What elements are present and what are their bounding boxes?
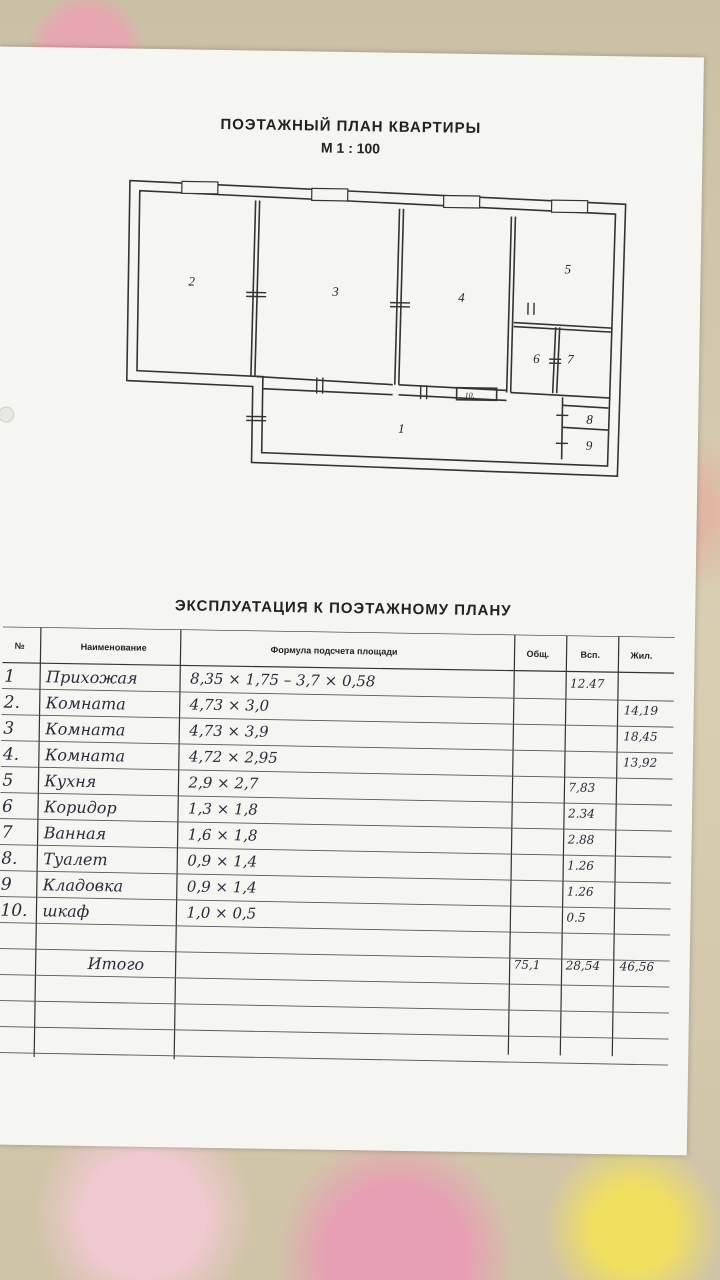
room-label-1: 1 [398,421,405,436]
row-line [0,818,672,832]
row-line [0,1026,669,1040]
room-label-5: 5 [565,261,572,276]
row-aux: 7,83 [568,780,596,795]
row-formula: 1,6 × 1,8 [187,825,258,845]
row-formula: 4,72 × 2,95 [188,747,278,767]
row-number: 4. [2,744,20,765]
row-number: 9 [0,874,12,895]
row-living: 13,92 [622,755,658,770]
header-formula: Формула подсчета площади [271,645,398,657]
row-living: 18,45 [623,729,658,744]
row-name: Ванная [43,823,107,844]
row-formula: 4,73 × 3,9 [189,721,269,741]
row-formula: 1,0 × 0,5 [186,903,257,923]
header-name: Наименование [81,642,147,653]
row-aux: 1.26 [567,858,595,873]
room-label-10: 10. [465,391,475,400]
total-aux: 28,54 [565,958,601,974]
row-line [1,714,674,728]
row-name: Кладовка [42,875,124,896]
row-number: 10. [0,900,28,922]
total-sum: 75,1 [513,957,541,973]
row-line [0,974,670,988]
row-formula: 8,35 × 1,75 – 3,7 × 0,58 [189,669,376,691]
row-line [1,688,674,702]
row-line [0,1052,669,1066]
row-formula: 0,9 × 1,4 [186,877,257,897]
row-formula: 1,3 × 1,8 [187,799,259,819]
row-name: Коридор [43,797,117,818]
row-name: шкаф [42,901,90,921]
row-number: 1 [3,666,16,687]
row-line [0,792,673,806]
row-line [0,844,672,858]
total-label: Итого [87,953,145,974]
header-living: Жил. [629,650,652,660]
row-name: Кухня [44,771,97,792]
paper-sheet: ПОЭТАЖНЫЙ ПЛАН КВАРТИРЫ М 1 : 100 [0,46,704,1156]
row-formula: 0,9 × 1,4 [187,851,258,871]
punch-hole [0,406,15,423]
floor-plan-drawing: 2 3 4 5 6 7 8 9 1 10. [126,179,627,478]
row-name: Комната [45,719,126,740]
row-aux: 2.34 [567,806,595,821]
room-label-8: 8 [586,412,593,427]
row-number: 2. [3,692,21,713]
row-line [1,740,674,754]
row-line [0,870,671,884]
floor-plan: 2 3 4 5 6 7 8 9 1 10. [121,176,638,489]
room-label-2: 2 [188,273,195,288]
row-name: Комната [44,745,126,766]
room-label-3: 3 [331,284,339,299]
row-number: 7 [1,822,13,843]
total-living: 46,56 [619,959,655,974]
row-living: 14,19 [623,703,659,718]
table-grid: № Наименование Формула подсчета площади … [0,625,675,1066]
explication-table: № Наименование Формула подсчета площади … [0,625,675,1073]
row-aux: 2.88 [567,832,595,847]
row-name: Туалет [43,849,108,870]
header-no: № [15,641,25,651]
row-aux: 1.26 [566,884,594,899]
row-line [0,1000,669,1014]
row-line [0,948,670,962]
row-number: 6 [1,796,14,817]
row-line [0,766,673,780]
header-total: Общ. [526,649,549,659]
row-line [0,896,671,910]
table-title: ЭКСПЛУАТАЦИЯ К ПОЭТАЖНОМУ ПЛАНУ [174,597,512,620]
row-number: 8. [1,848,18,869]
row-formula: 2,9 × 2,7 [188,773,259,793]
row-number: 3 [3,718,15,739]
row-formula: 4,73 × 3,0 [189,695,270,715]
row-line [0,922,671,936]
room-label-9: 9 [586,438,593,453]
row-name: Комната [45,693,126,714]
row-aux: 12.47 [569,676,605,692]
row-name: Прихожая [45,667,138,688]
header-aux: Всп. [580,650,600,660]
row-aux: 0.5 [566,910,586,925]
room-label-6: 6 [533,351,540,366]
room-label-7: 7 [567,351,574,366]
row-number: 5 [2,770,14,791]
room-label-4: 4 [458,290,465,305]
